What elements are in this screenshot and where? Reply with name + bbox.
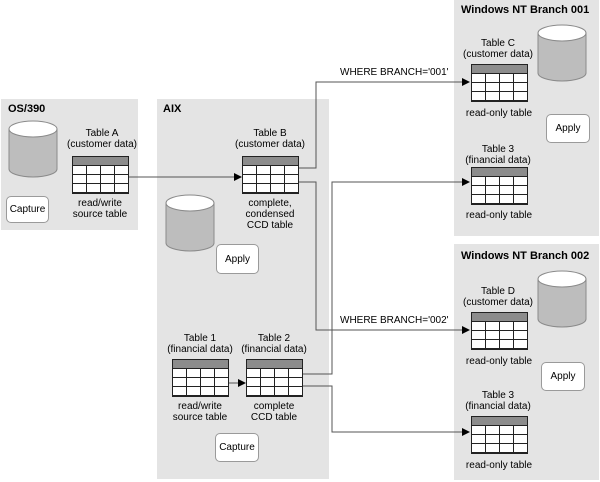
table-2: [246, 359, 303, 397]
arrow-table-2-to-branch001-table-3: [302, 178, 470, 375]
os390-title: OS/390: [8, 103, 46, 115]
table-1: [172, 359, 229, 397]
branch001-database-icon: [537, 24, 587, 82]
branch002-title: Windows NT Branch 002: [461, 250, 590, 262]
arrow-table-b-to-d: [298, 181, 470, 334]
branch002-table-3-label: Table 3(financial data): [465, 390, 531, 412]
aix-apply-button[interactable]: Apply: [216, 244, 259, 274]
arrow-table-2-to-branch002-table-3: [302, 385, 470, 436]
table-c-caption: read-only table: [465, 108, 533, 119]
aix-capture-button[interactable]: Capture: [215, 433, 259, 462]
table-c-label: Table C(customer data): [462, 38, 534, 60]
branch002-apply-button[interactable]: Apply: [541, 362, 585, 391]
branch001-table-3-caption: read-only table: [465, 210, 533, 221]
table-a: [72, 156, 129, 194]
arrow-table-b-to-c: [298, 78, 470, 169]
branch001-table-3: [471, 167, 528, 205]
table-1-label: Table 1(financial data): [167, 333, 233, 355]
branch002-table-3: [471, 416, 528, 454]
branch001-condition: WHERE BRANCH='001': [340, 67, 449, 78]
branch001-title: Windows NT Branch 001: [461, 4, 590, 16]
branch001-table-3-label: Table 3(financial data): [465, 144, 531, 166]
os390-database-icon: [8, 120, 58, 178]
table-c: [471, 64, 528, 102]
table-b-label: Table B(customer data): [234, 128, 306, 150]
branch002-database-icon: [537, 270, 587, 328]
table-d-label: Table D(customer data): [462, 286, 534, 308]
branch002-condition: WHERE BRANCH='002': [340, 315, 449, 326]
aix-title: AIX: [163, 103, 182, 115]
table-2-label: Table 2(financial data): [241, 333, 307, 355]
table-d-caption: read-only table: [465, 356, 533, 367]
branch002-table-3-caption: read-only table: [465, 460, 533, 471]
table-d: [471, 312, 528, 350]
os390-capture-button[interactable]: Capture: [6, 196, 49, 223]
table-a-label: Table A(customer data): [66, 128, 138, 150]
branch001-apply-button[interactable]: Apply: [546, 114, 590, 143]
aix-database-icon: [165, 194, 215, 252]
table-b: [242, 156, 299, 194]
